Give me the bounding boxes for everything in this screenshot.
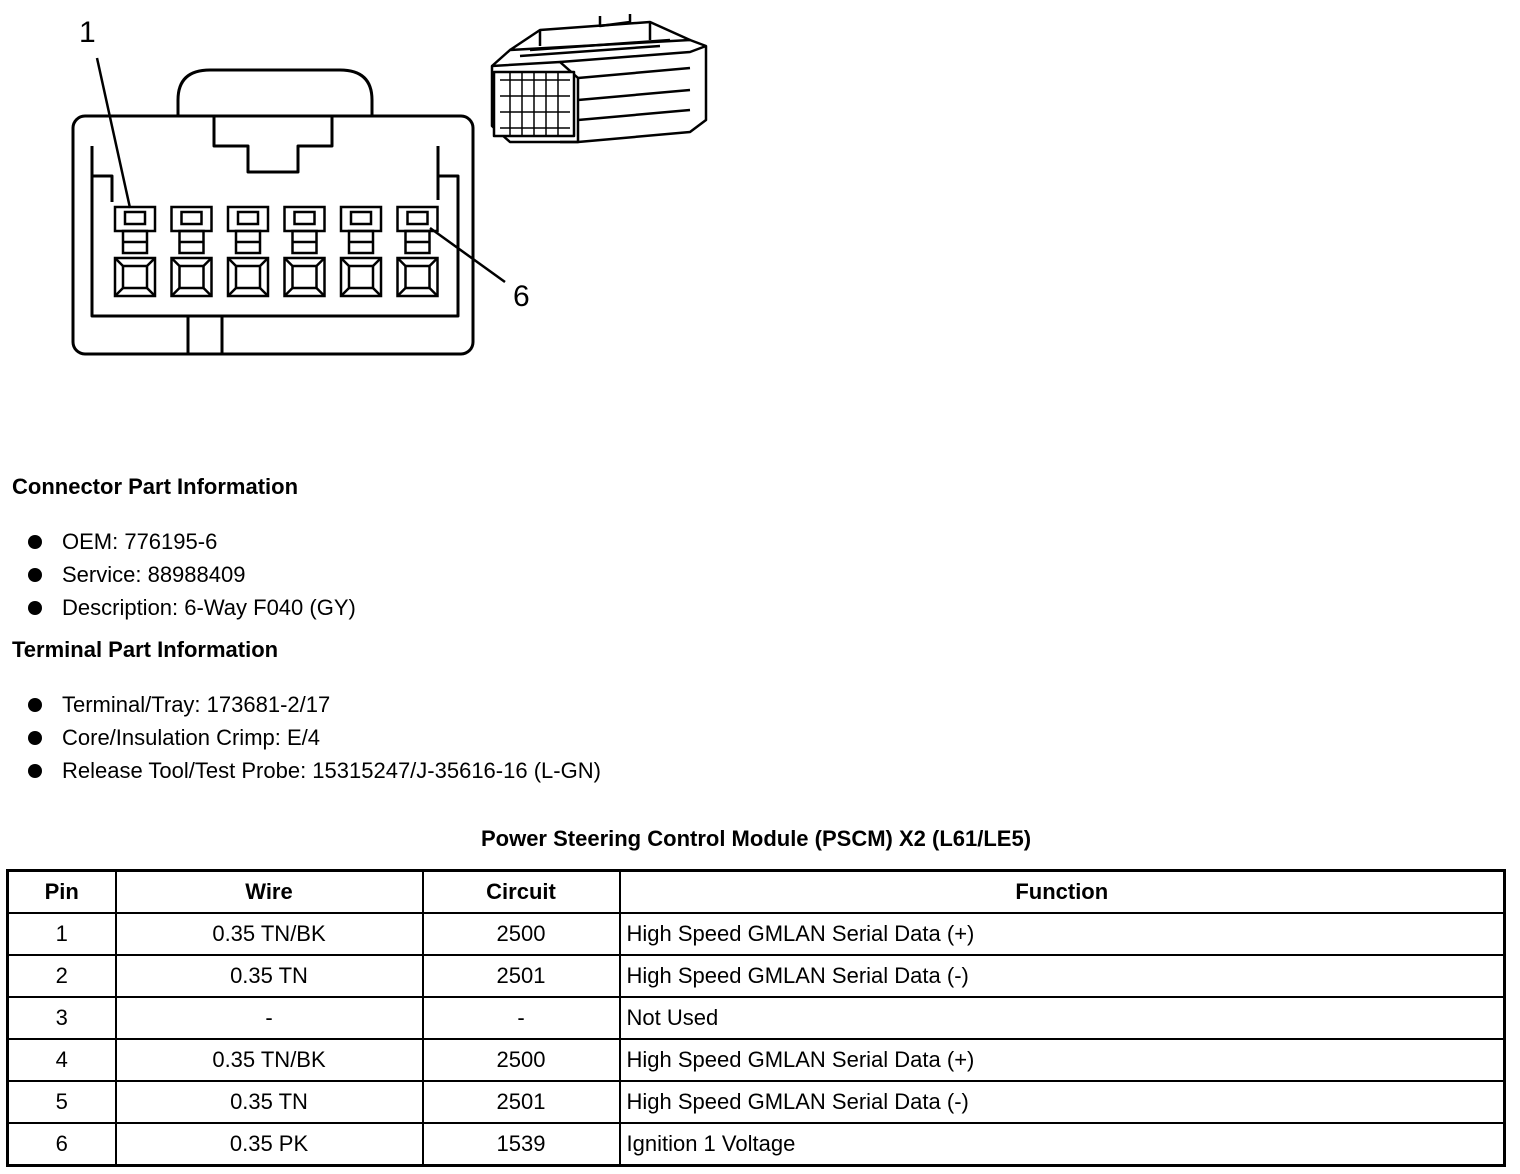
cell-function: High Speed GMLAN Serial Data (-) <box>618 1080 1506 1124</box>
cell-pin: 5 <box>6 1080 117 1124</box>
header-function: Function <box>618 869 1506 914</box>
table-title: Power Steering Control Module (PSCM) X2 … <box>480 826 1032 851</box>
cell-pin: 1 <box>6 912 117 956</box>
header-wire: Wire <box>114 869 424 914</box>
connector-3d-view <box>490 14 708 144</box>
cell-wire: 0.35 TN <box>114 1080 424 1124</box>
terminal-cavities <box>113 205 439 298</box>
cell-function: High Speed GMLAN Serial Data (-) <box>618 954 1506 998</box>
bullet-icon <box>28 698 42 712</box>
cell-circuit: 2500 <box>421 1038 621 1082</box>
leader-line-pin-1 <box>95 57 132 209</box>
bottom-key <box>186 316 224 354</box>
table-row: 2 0.35 TN 2501 High Speed GMLAN Serial D… <box>6 954 1506 998</box>
cell-function: High Speed GMLAN Serial Data (+) <box>618 1038 1506 1082</box>
latch-tab <box>212 116 334 174</box>
terminal-info-heading: Terminal Part Information <box>12 637 279 662</box>
terminal-cavity <box>226 205 270 298</box>
terminal-cavity <box>170 205 213 298</box>
header-circuit: Circuit <box>421 869 621 914</box>
cell-pin: 6 <box>6 1122 117 1167</box>
terminal-info-item: Release Tool/Test Probe: 15315247/J-3561… <box>28 754 601 787</box>
cell-function: High Speed GMLAN Serial Data (+) <box>618 912 1506 956</box>
terminal-info-list: Terminal/Tray: 173681-2/17 Core/Insulati… <box>28 688 601 787</box>
cell-wire: 0.35 TN/BK <box>114 912 424 956</box>
connector-info-heading: Connector Part Information <box>12 474 299 499</box>
cell-wire: 0.35 PK <box>114 1122 424 1167</box>
cell-pin: 2 <box>6 954 117 998</box>
bullet-icon <box>28 731 42 745</box>
connector-info-item: Service: 88988409 <box>28 558 356 591</box>
cell-wire: - <box>114 996 424 1040</box>
cell-circuit: 2501 <box>421 954 621 998</box>
terminal-cavity <box>113 205 157 298</box>
callout-pin-1: 1 <box>79 16 96 49</box>
table-row: 3 - - Not Used <box>6 996 1506 1040</box>
bullet-icon <box>28 764 42 778</box>
terminal-cavity <box>283 205 326 298</box>
terminal-info-item: Core/Insulation Crimp: E/4 <box>28 721 601 754</box>
callout-pin-6: 6 <box>513 280 530 313</box>
table-row: 5 0.35 TN 2501 High Speed GMLAN Serial D… <box>6 1080 1506 1124</box>
cell-circuit: 2500 <box>421 912 621 956</box>
pinout-table: Pin Wire Circuit Function 1 0.35 TN/BK 2… <box>6 869 1506 1167</box>
header-pin: Pin <box>6 869 117 914</box>
bullet-icon <box>28 568 42 582</box>
cell-circuit: - <box>421 996 621 1040</box>
connector-face-diagram <box>71 14 708 356</box>
cell-function: Ignition 1 Voltage <box>618 1122 1506 1167</box>
bullet-icon <box>28 535 42 549</box>
cell-wire: 0.35 TN/BK <box>114 1038 424 1082</box>
connector-housing <box>71 114 475 356</box>
table-row: 6 0.35 PK 1539 Ignition 1 Voltage <box>6 1122 1506 1167</box>
terminal-info-item: Terminal/Tray: 173681-2/17 <box>28 688 601 721</box>
cell-pin: 3 <box>6 996 117 1040</box>
table-header-row: Pin Wire Circuit Function <box>6 869 1506 914</box>
cell-circuit: 2501 <box>421 1080 621 1124</box>
table-row: 4 0.35 TN/BK 2500 High Speed GMLAN Seria… <box>6 1038 1506 1082</box>
latch-dome <box>176 68 374 116</box>
bullet-icon <box>28 601 42 615</box>
terminal-cavity <box>396 205 439 298</box>
connector-info-list: OEM: 776195-6 Service: 88988409 Descript… <box>28 525 356 624</box>
cell-circuit: 1539 <box>421 1122 621 1167</box>
connector-info-item: Description: 6-Way F040 (GY) <box>28 591 356 624</box>
connector-info-item: OEM: 776195-6 <box>28 525 356 558</box>
cell-function: Not Used <box>618 996 1506 1040</box>
cell-wire: 0.35 TN <box>114 954 424 998</box>
cell-pin: 4 <box>6 1038 117 1082</box>
leader-line-pin-6 <box>429 226 506 284</box>
terminal-cavity <box>339 205 383 298</box>
table-row: 1 0.35 TN/BK 2500 High Speed GMLAN Seria… <box>6 912 1506 956</box>
